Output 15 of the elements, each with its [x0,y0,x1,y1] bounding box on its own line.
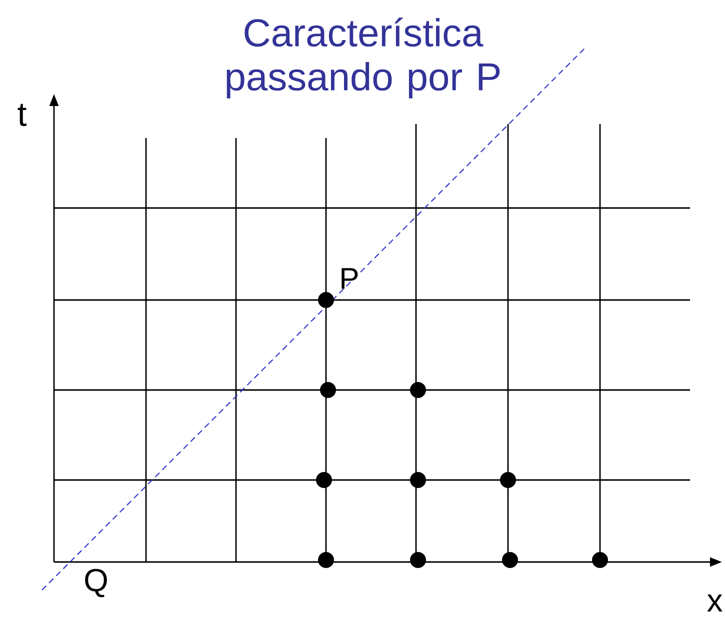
grid-point [320,382,336,398]
grid-point [318,292,334,308]
line-caption: Característica passando por P [226,18,500,98]
point-label: P [342,268,358,289]
grid-point [410,552,426,568]
axis-label: t [18,104,26,126]
grid-point [318,552,334,568]
grid-point [316,472,332,488]
grid-point [500,472,516,488]
grid-point [502,552,518,568]
axis-label: x [707,594,722,612]
grid-point [410,472,426,488]
grid-point [410,382,426,398]
grid-point [592,552,608,568]
point-label: Q [85,568,107,598]
